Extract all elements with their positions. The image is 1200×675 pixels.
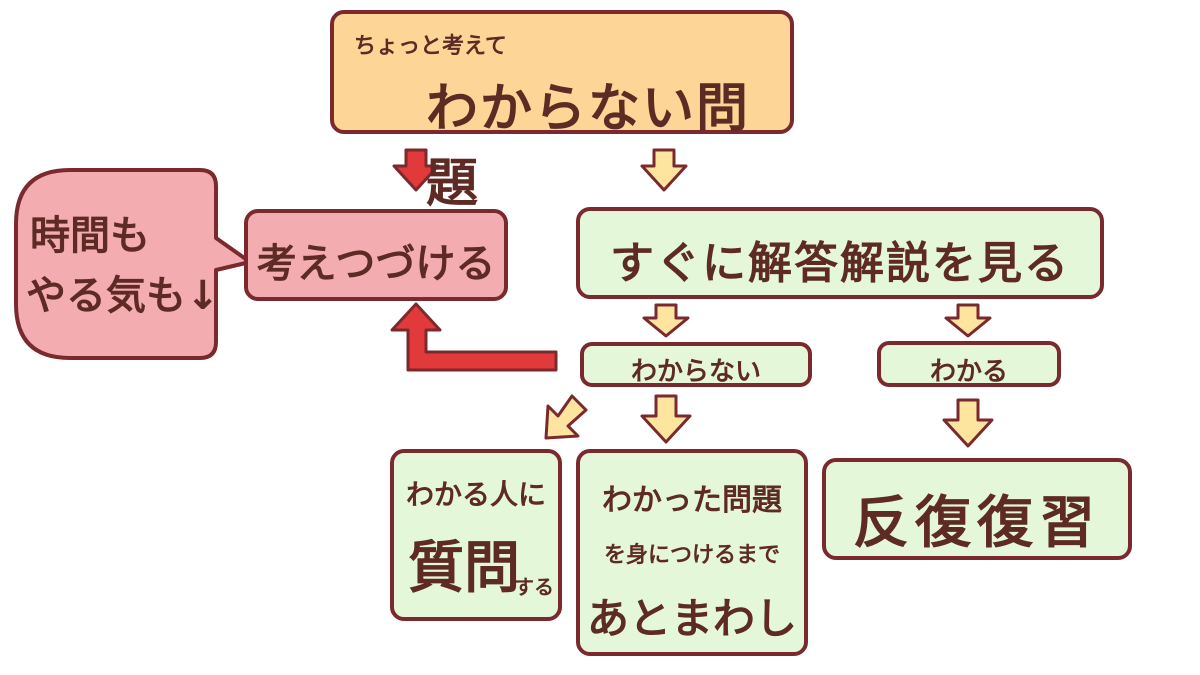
- top-box-title: わからない問題: [426, 79, 751, 214]
- yellow-down-arrow-3: [944, 303, 992, 338]
- ask-line-3: する: [514, 575, 554, 599]
- dont-understand-label: わからない: [630, 357, 761, 387]
- yellow-down-arrow-2: [642, 303, 690, 338]
- yellow-diagonal-arrow: [544, 394, 588, 440]
- postpone-box: わかった問題 を身につけるまで あとまわし: [576, 449, 808, 656]
- postpone-line-2: を身につけるまで: [603, 543, 780, 568]
- bubble-line-2: やる気も↓: [26, 273, 220, 319]
- ask-line-2: 質問: [408, 536, 520, 601]
- see-answer-box: すぐに解答解説を見る: [576, 207, 1104, 299]
- postpone-line-3: あとまわし: [586, 594, 797, 643]
- yellow-down-arrow-1: [640, 148, 688, 192]
- review-box: 反復復習: [822, 458, 1132, 560]
- keep-thinking-label: 考えつづける: [256, 241, 496, 287]
- bubble-line-1: 時間も: [30, 213, 150, 259]
- red-return-arrow: [390, 302, 558, 372]
- red-down-arrow: [392, 148, 440, 192]
- keep-thinking-box: 考えつづける: [244, 209, 508, 301]
- top-box: ちょっと考えて わからない問題: [330, 10, 794, 214]
- speech-bubble: 時間も やる気も↓: [0, 165, 260, 365]
- top-box-subtitle: ちょっと考えて: [354, 34, 507, 59]
- dont-understand-box: わからない: [580, 342, 812, 387]
- yellow-down-arrow-4: [640, 394, 692, 444]
- ask-someone-box: わかる人に 質問 する: [390, 449, 562, 621]
- understand-label: わかる: [929, 357, 1008, 387]
- understand-box: わかる: [877, 341, 1061, 387]
- ask-line-1: わかる人に: [406, 478, 547, 511]
- postpone-line-1: わかった問題: [602, 483, 782, 518]
- review-label: 反復復習: [853, 491, 1101, 556]
- yellow-down-arrow-5: [942, 398, 994, 448]
- speech-bubble-shape: [14, 168, 252, 360]
- see-answer-label: すぐに解答解説を見る: [610, 238, 1070, 289]
